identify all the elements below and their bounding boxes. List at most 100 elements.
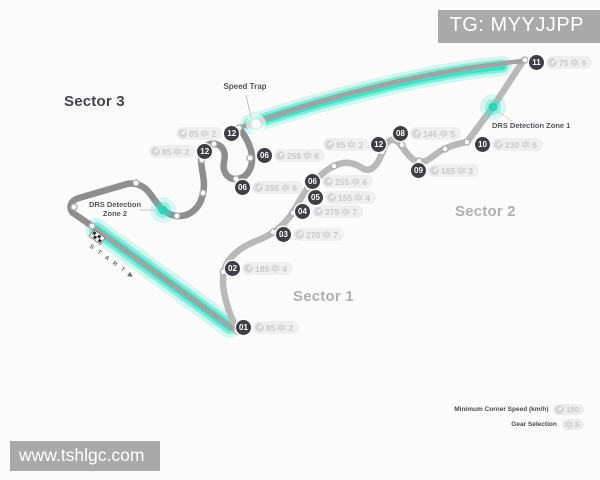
corner-number: 09	[414, 166, 423, 175]
corner-number-badge: 10	[475, 137, 490, 152]
corner-number: 04	[298, 207, 307, 216]
corner-info-pill: 146 5	[410, 127, 461, 140]
speedometer-icon	[555, 405, 565, 414]
corner-number: 06	[308, 177, 317, 186]
track-top-straight-core	[236, 58, 526, 131]
speed-trap-dot	[246, 114, 266, 134]
speedometer-icon	[244, 264, 253, 273]
corner-info-pill: 85 2	[176, 127, 223, 140]
corner-number: 11	[532, 58, 541, 67]
corner-info-pill: 270 7	[293, 228, 344, 241]
corner-number: 10	[478, 140, 487, 149]
corner-marker: 06 255 6	[257, 148, 325, 163]
speedometer-icon	[295, 230, 304, 239]
corner-marker: 06 255 6	[305, 174, 373, 189]
corner-info-pill: 85 2	[253, 321, 300, 334]
corner-marker: 12 85 2	[149, 144, 213, 159]
corner-info-pill: 85 2	[149, 145, 196, 158]
speedometer-icon	[324, 177, 333, 186]
corner-number-badge: 04	[295, 204, 310, 219]
corner-gear: 6	[581, 57, 587, 68]
corner-number: 03	[279, 230, 288, 239]
drs-straight-top	[240, 56, 512, 134]
speedometer-icon	[325, 140, 334, 149]
gear-icon	[303, 151, 313, 160]
drs-zone-2-label: DRS Detection Zone 2	[86, 200, 144, 218]
track-start-straight-core	[89, 223, 238, 333]
corner-marker: 06 255 6	[235, 180, 303, 195]
corner-marker: 12 85 2	[323, 137, 387, 152]
corner-gear: 2	[358, 139, 364, 150]
corner-number-badge: 12	[371, 137, 387, 152]
speedometer-icon	[494, 140, 503, 149]
speedometer-icon	[412, 129, 421, 138]
corner-marker: 02 185 4	[225, 261, 293, 276]
gear-icon	[200, 129, 210, 138]
corner-number: 12	[200, 147, 210, 156]
legend-speed-pill: 150	[553, 404, 584, 415]
corner-speed: 270	[306, 229, 321, 240]
corner-speed: 275	[325, 206, 340, 217]
gear-icon	[347, 140, 357, 149]
drs-detection-dot-1	[480, 94, 506, 120]
corner-info-pill: 255 6	[322, 175, 373, 188]
corner-number: 06	[238, 183, 247, 192]
corner-info-pill: 155 4	[325, 191, 376, 204]
legend-gear-row: Gear Selection 5	[511, 419, 584, 430]
corner-speed: 75	[559, 57, 569, 68]
corner-number: 01	[239, 323, 248, 332]
speedometer-icon	[314, 207, 323, 216]
corner-gear: 6	[292, 182, 297, 193]
corner-marker: 09 165 3	[411, 163, 479, 178]
corner-number-badge: 06	[305, 174, 320, 189]
legend: Minimum Corner Speed (km/h) 150 Gear Sel…	[454, 404, 584, 430]
corner-gear: 6	[532, 139, 537, 150]
drs-detection-dot-2	[150, 197, 176, 223]
corner-marker: 04 275 7	[295, 204, 363, 219]
legend-gear-label: Gear Selection	[511, 421, 557, 428]
corner-number: 12	[374, 140, 384, 149]
corner-gear: 2	[288, 322, 294, 333]
sector-3-label: Sector 3	[64, 93, 125, 110]
speedometer-icon	[327, 193, 336, 202]
corner-gear: 7	[333, 229, 338, 240]
corner-info-pill: 275 7	[312, 205, 363, 218]
corner-speed: 255	[265, 182, 280, 193]
watermark-bottom-left: www.tshlgc.com	[10, 441, 161, 471]
speedometer-icon	[276, 151, 285, 160]
corner-marker: 03 270 7	[276, 227, 344, 242]
gear-icon	[173, 147, 183, 156]
watermark-top-right: TG: MYYJJPP	[437, 10, 600, 43]
corner-speed: 255	[287, 150, 302, 161]
corner-number-badge: 12	[197, 144, 213, 159]
corner-number-badge: 01	[236, 320, 251, 335]
corner-gear: 4	[365, 192, 370, 203]
speedometer-icon	[548, 58, 557, 67]
corner-number-badge: 05	[308, 190, 323, 205]
gear-icon	[281, 183, 291, 192]
corner-number: 02	[228, 264, 237, 273]
track-light-section	[219, 57, 527, 335]
speedometer-icon	[178, 129, 187, 138]
corner-number-badge: 09	[411, 163, 426, 178]
legend-speed-label: Minimum Corner Speed (km/h)	[454, 406, 549, 413]
gear-icon	[277, 323, 287, 332]
corner-info-pill: 185 4	[242, 262, 293, 275]
speed-trap-label: Speed Trap	[223, 82, 267, 91]
corner-number-badge: 02	[225, 261, 240, 276]
corner-speed: 85	[266, 322, 276, 333]
corner-gear: 6	[362, 176, 367, 187]
speedometer-icon	[255, 323, 264, 332]
gear-icon	[271, 264, 281, 273]
corner-speed: 230	[505, 139, 520, 150]
corner-gear: 2	[211, 128, 217, 139]
gear-icon	[354, 193, 364, 202]
sector-1-label: Sector 1	[293, 288, 354, 305]
speedometer-icon	[430, 166, 439, 175]
corner-speed: 85	[162, 146, 172, 157]
corner-marker: 11 75 6	[529, 55, 593, 70]
gear-icon	[570, 58, 580, 67]
speedometer-icon	[151, 147, 160, 156]
corner-marker: 05 155 4	[308, 190, 376, 205]
corner-marker: 12 85 2	[176, 126, 240, 141]
